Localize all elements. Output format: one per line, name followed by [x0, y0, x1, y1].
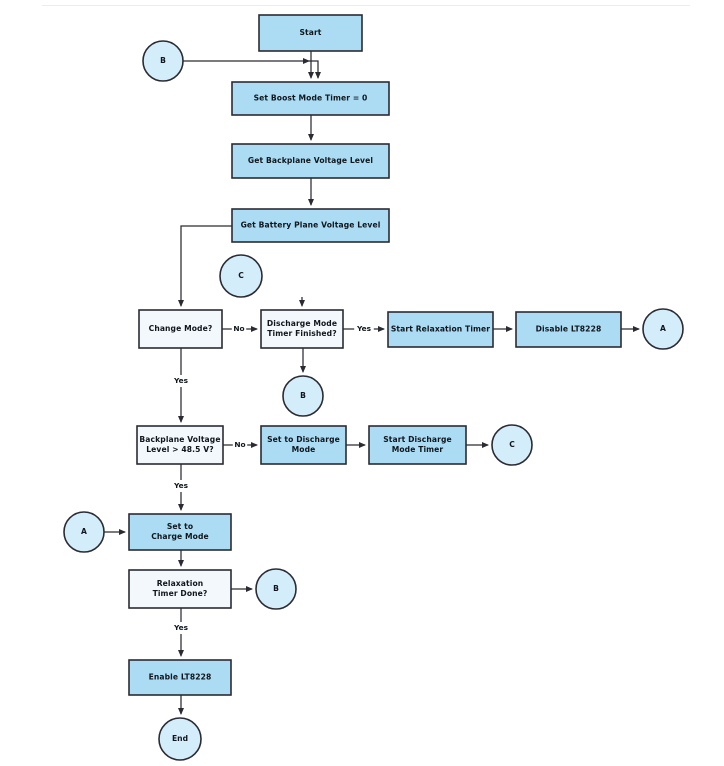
edge-label-backdrop — [171, 375, 191, 387]
node-shape-conn_c_right[interactable] — [491, 424, 533, 466]
node-label-backplane_check: Level > 48.5 V? — [146, 445, 214, 454]
edge-conn_b_top-to-set_boost_timer — [183, 58, 321, 79]
node-label-conn_b_top: B — [160, 56, 166, 65]
edge-path — [178, 225, 232, 307]
node-label-set_boost_timer: Set Boost Mode Timer = 0 — [254, 94, 368, 103]
node-shape-conn_a_left[interactable] — [63, 511, 105, 553]
node-shape-set_boost_timer[interactable] — [231, 81, 390, 116]
edge-backplane_check-to-set_discharge: No — [223, 439, 258, 451]
node-shape-conn_b_mid[interactable] — [282, 375, 324, 417]
edge-get_battery-to-change_mode — [178, 225, 232, 307]
edge-path — [183, 60, 321, 79]
node-label-change_mode: Change Mode? — [149, 324, 213, 333]
node-label-end: End — [172, 734, 188, 743]
node-label-set_charge: Charge Mode — [151, 532, 209, 541]
node-label-get_battery: Get Battery Plane Voltage Level — [241, 221, 381, 230]
edge-label-backdrop — [171, 480, 191, 492]
node-shape-get_battery[interactable] — [231, 208, 390, 243]
node-label-start_relax: Start Relaxation Timer — [391, 325, 490, 334]
edge-relax_done-to-enable_lt: Yes — [171, 608, 191, 657]
edge-label-e-change-no: No — [233, 324, 244, 333]
node-conn_a_right[interactable]: A — [642, 308, 684, 350]
node-start[interactable]: Start — [258, 14, 363, 52]
node-shape-end[interactable] — [158, 717, 202, 761]
edge-label-e-backplane-yes: Yes — [173, 481, 189, 490]
node-conn_c_top[interactable]: C — [219, 254, 263, 298]
node-shape-discharge_timer[interactable] — [260, 309, 344, 349]
node-label-conn_a_right: A — [660, 324, 666, 333]
node-get_battery[interactable]: Get Battery Plane Voltage Level — [231, 208, 390, 243]
node-label-set_charge: Set to — [167, 522, 193, 531]
node-label-set_discharge: Mode — [292, 445, 316, 454]
node-label-start_discharge: Start Discharge — [383, 435, 452, 444]
node-change_mode[interactable]: Change Mode? — [138, 309, 223, 349]
node-shape-backplane_check[interactable] — [136, 425, 224, 465]
node-shape-relax_done[interactable] — [128, 569, 232, 609]
edge-label-e-backplane-no: No — [234, 440, 245, 449]
node-get_backplane[interactable]: Get Backplane Voltage Level — [231, 143, 390, 179]
node-shape-conn_b_bottom[interactable] — [255, 568, 297, 610]
node-set_boost_timer[interactable]: Set Boost Mode Timer = 0 — [231, 81, 390, 116]
node-label-backplane_check: Backplane Voltage — [139, 435, 220, 444]
node-shape-start[interactable] — [258, 14, 363, 52]
edge-label-backdrop — [232, 439, 248, 451]
node-label-conn_b_mid: B — [300, 391, 306, 400]
node-label-relax_done: Timer Done? — [153, 589, 208, 598]
node-start_relax[interactable]: Start Relaxation Timer — [387, 311, 494, 348]
edge-label-e-change-yes: Yes — [173, 376, 189, 385]
node-shape-conn_c_top[interactable] — [219, 254, 263, 298]
edge-change_mode-to-discharge_timer: No — [222, 323, 258, 335]
node-conn_c_right[interactable]: C — [491, 424, 533, 466]
node-shape-get_backplane[interactable] — [231, 143, 390, 179]
node-conn_b_mid[interactable]: B — [282, 375, 324, 417]
edge-backplane_check-to-set_charge: Yes — [171, 464, 191, 511]
node-label-conn_c_right: C — [509, 440, 515, 449]
edge-mid-arrowhead — [303, 58, 310, 64]
node-label-conn_a_left: A — [81, 527, 87, 536]
node-label-relax_done: Relaxation — [157, 579, 204, 588]
node-end[interactable]: End — [158, 717, 202, 761]
edge-label-backdrop — [354, 323, 374, 335]
node-label-conn_c_top: C — [238, 271, 244, 280]
node-conn_b_bottom[interactable]: B — [255, 568, 297, 610]
edge-change_mode-to-backplane_check: Yes — [171, 348, 191, 423]
node-shape-start_discharge[interactable] — [368, 425, 467, 465]
node-shape-enable_lt[interactable] — [128, 659, 232, 696]
node-label-get_backplane: Get Backplane Voltage Level — [248, 156, 373, 165]
edge-label-backdrop — [171, 622, 191, 634]
node-shape-change_mode[interactable] — [138, 309, 223, 349]
node-label-disable_lt: Disable LT8228 — [536, 325, 602, 334]
node-label-enable_lt: Enable LT8228 — [149, 673, 212, 682]
node-label-discharge_timer: Timer Finished? — [267, 329, 336, 338]
node-enable_lt[interactable]: Enable LT8228 — [128, 659, 232, 696]
node-label-start: Start — [299, 28, 321, 37]
node-shape-set_charge[interactable] — [128, 513, 232, 551]
node-conn_a_left[interactable]: A — [63, 511, 105, 553]
node-conn_b_top[interactable]: B — [142, 40, 184, 82]
node-shape-start_relax[interactable] — [387, 311, 494, 348]
node-label-set_discharge: Set to Discharge — [267, 435, 340, 444]
node-label-conn_b_bottom: B — [273, 584, 279, 593]
edge-label-backdrop — [231, 323, 247, 335]
edge-discharge_timer-to-start_relax: Yes — [343, 323, 385, 335]
node-shape-disable_lt[interactable] — [515, 311, 622, 348]
node-label-discharge_timer: Discharge Mode — [267, 319, 337, 328]
node-label-start_discharge: Mode Timer — [392, 445, 444, 454]
node-shape-conn_a_right[interactable] — [642, 308, 684, 350]
node-shape-set_discharge[interactable] — [260, 425, 347, 465]
edge-label-e-discharge-yes: Yes — [356, 324, 372, 333]
node-disable_lt[interactable]: Disable LT8228 — [515, 311, 622, 348]
edge-label-e-relax-yes: Yes — [173, 623, 189, 632]
node-shape-conn_b_top[interactable] — [142, 40, 184, 82]
